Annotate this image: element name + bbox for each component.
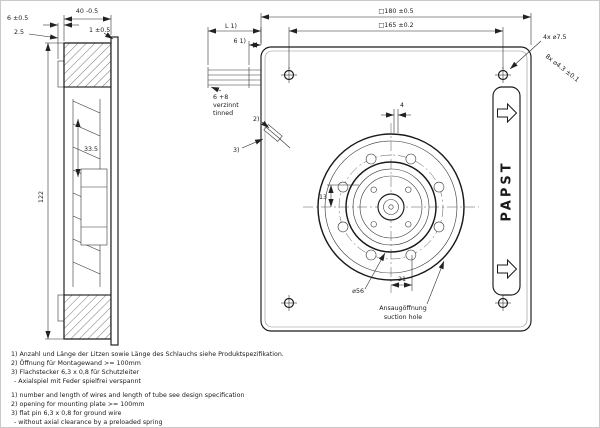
side-view-dimensions: 40 -0.5 6 ±0.5 2.5 1 ±0.5 122 33.5 <box>7 8 114 340</box>
wire-note-dim: 6 +8 <box>213 94 228 101</box>
plate-outline <box>260 46 532 332</box>
hub <box>377 193 405 221</box>
dim-plate-1: 1 ±0.5 <box>89 27 110 34</box>
shaft-center <box>388 204 394 210</box>
suction-hole-label-de: Ansaugöffnung <box>379 305 427 312</box>
front-view: PAPST <box>207 46 532 332</box>
lead-wires <box>207 67 261 88</box>
footnote-de-4: - Axialspiel mit Feder spielfrei verspan… <box>14 378 142 385</box>
rotor-assembly <box>317 133 465 281</box>
ref-2-label: 2) <box>253 116 259 123</box>
footnote-en-2: 2) opening for mounting plate >= 100mm <box>11 401 145 408</box>
footnote-en-4: - without axial clearance by a preloaded… <box>14 419 162 426</box>
dim-square-165: □165 ±0.2 <box>378 22 413 29</box>
airflow-arrow-bottom-icon <box>497 258 518 280</box>
dim-bolt-holes: 8x ⌀4.3 ±0.1 <box>544 53 580 84</box>
footnotes: 1) Anzahl und Länge der Litzen sowie Län… <box>11 351 284 426</box>
brand-bar: PAPST <box>492 86 521 296</box>
dim-square-180: □180 ±0.5 <box>378 8 413 15</box>
dim-suction-diameter: ⌀56 <box>352 288 364 295</box>
mounting-plate-section <box>110 36 119 346</box>
footnote-de-2: 2) Öffnung für Montagewand >= 100mm <box>11 358 141 367</box>
side-view <box>57 36 119 346</box>
airflow-arrow-top-icon <box>497 102 518 124</box>
footnote-en-3: 3) flat pin 6,3 x 0,8 for ground wire <box>11 410 122 417</box>
dim-inlet-6: 6 ±0.5 <box>7 15 28 22</box>
inlet-ring-bottom <box>57 294 65 322</box>
dim-tinned-6: 6 1) <box>234 38 246 45</box>
wire-note-en: tinned <box>213 110 233 117</box>
rotor-screws <box>370 186 412 228</box>
plate-inner-edge <box>264 50 528 328</box>
footnote-en-1: 1) number and length of wires and length… <box>11 392 245 399</box>
bolt-holes <box>337 153 445 261</box>
motor-section <box>80 168 108 246</box>
dim-wire-length-L: L 1) <box>225 23 237 30</box>
inlet-ring-top <box>57 60 65 88</box>
flange-section-top <box>63 42 112 88</box>
dim-4: 4 <box>400 102 404 109</box>
dim-corner-holes: 4x ⌀7.5 <box>543 34 567 41</box>
dim-height-122: 122 <box>38 191 45 203</box>
dim-21: 21 <box>398 276 406 283</box>
wire-note-de: verzinnt <box>213 102 239 109</box>
footnote-de-3: 3) Flachstecker 6,3 x 0,8 für Schutzleit… <box>11 369 140 376</box>
dim-33-5: 33.5 <box>84 146 98 153</box>
suction-hole-label-en: suction hole <box>384 314 422 321</box>
corner-mounting-holes <box>281 67 511 311</box>
brand-logo-text: PAPST <box>500 160 515 221</box>
footnote-de-1: 1) Anzahl und Länge der Litzen sowie Län… <box>11 351 284 358</box>
dim-width-40: 40 -0.5 <box>76 8 98 15</box>
ref-3-label: 3) <box>233 147 239 154</box>
dim-13: 13 <box>319 194 327 201</box>
dim-2-5: 2.5 <box>14 29 24 36</box>
flange-section-bottom <box>63 294 112 340</box>
